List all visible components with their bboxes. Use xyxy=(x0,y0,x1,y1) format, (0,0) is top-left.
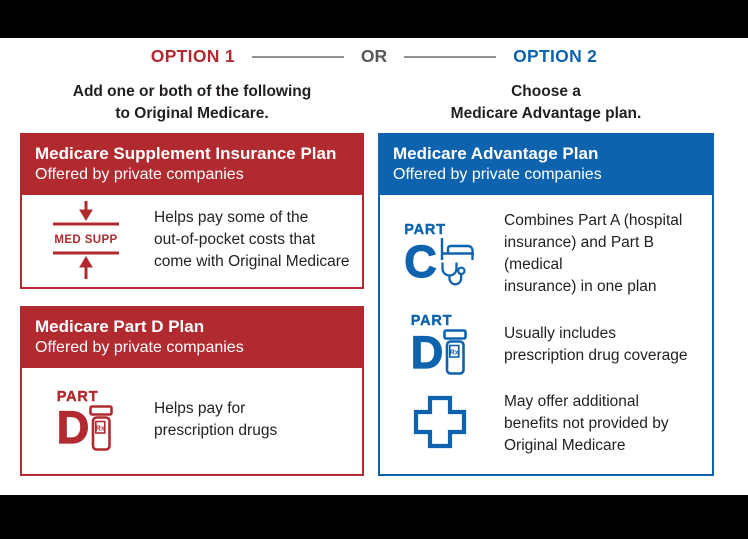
box-title: Medicare Supplement Insurance Plan xyxy=(35,144,337,163)
medicare-part-d-header: Medicare Part D Plan Offered by private … xyxy=(22,308,362,369)
divider-line-right xyxy=(404,55,497,58)
box-title: Medicare Part D Plan xyxy=(35,317,205,336)
med-supp-icon: MED SUPP xyxy=(46,200,126,280)
part-d-row: PART D Rx xyxy=(400,313,712,376)
medicare-supplement-body: MED SUPP Helps pay some of the out-of-po… xyxy=(22,195,362,285)
part-d-description: Helps pay for prescription drugs xyxy=(154,400,278,440)
medicare-advantage-plan-box: Medicare Advantage Plan Offered by priva… xyxy=(378,133,714,476)
med-supp-description: Helps pay some of the out-of-pocket cost… xyxy=(154,209,350,271)
box-subtitle: Offered by private companies xyxy=(393,166,602,184)
part-c-row: PART C xyxy=(400,210,712,298)
part-c-description: Combines Part A (hospital insurance) and… xyxy=(504,212,683,296)
medicare-supplement-header: Medicare Supplement Insurance Plan Offer… xyxy=(22,135,362,196)
medicare-advantage-header: Medicare Advantage Plan Offered by priva… xyxy=(380,135,712,196)
hospital-bed-glyph xyxy=(440,238,474,261)
part-c-hospital-stethoscope-icon: PART C xyxy=(400,222,480,286)
part-d-pill-bottle-icon: PART D Rx xyxy=(400,313,480,376)
additional-benefits-description: May offer additional benefits not provid… xyxy=(504,393,669,455)
pill-bottle-glyph: Rx xyxy=(89,404,114,451)
option-2-label: OPTION 2 xyxy=(513,46,598,66)
additional-benefits-row: May offer additional benefits not provid… xyxy=(400,391,712,457)
rx-label: Rx xyxy=(450,350,459,357)
option-1-label: OPTION 1 xyxy=(150,46,235,66)
or-label: OR xyxy=(360,46,388,66)
options-header-row: OPTION 1 OR OPTION 2 xyxy=(0,46,748,67)
med-supp-icon-label: MED SUPP xyxy=(54,234,117,246)
divider-line-left xyxy=(251,55,344,58)
part-word-label: PART xyxy=(404,222,446,239)
part-letter: D xyxy=(56,402,90,454)
medicare-advantage-body: PART C xyxy=(380,195,712,472)
stethoscope-glyph xyxy=(441,262,466,286)
part-d-pill-bottle-icon: PART D Rx xyxy=(46,388,126,454)
part-letter: C xyxy=(404,236,438,288)
medicare-part-d-body: PART D Rx xyxy=(22,368,362,472)
medicare-supplement-plan-box: Medicare Supplement Insurance Plan Offer… xyxy=(20,133,364,289)
letterbox-top xyxy=(0,0,748,38)
part-letter: D xyxy=(410,326,444,378)
box-title: Medicare Advantage Plan xyxy=(393,144,599,163)
option-2-subtitle: Choose a Medicare Advantage plan. xyxy=(450,83,642,123)
letterbox-bottom xyxy=(0,495,748,539)
part-d-description: Usually includes prescription drug cover… xyxy=(504,324,688,364)
box-subtitle: Offered by private companies xyxy=(35,166,244,184)
part-word-label: PART xyxy=(56,388,99,405)
rx-label: Rx xyxy=(96,425,105,432)
part-word-label: PART xyxy=(410,313,453,330)
pill-bottle-glyph: Rx xyxy=(443,329,468,375)
box-subtitle: Offered by private companies xyxy=(35,339,244,357)
content-area: OPTION 1 OR OPTION 2 Add one or both of … xyxy=(0,38,748,495)
plus-cross-icon xyxy=(400,394,480,454)
option-1-subtitle: Add one or both of the following to Orig… xyxy=(72,83,312,123)
medicare-part-d-plan-box: Medicare Part D Plan Offered by private … xyxy=(20,306,364,476)
